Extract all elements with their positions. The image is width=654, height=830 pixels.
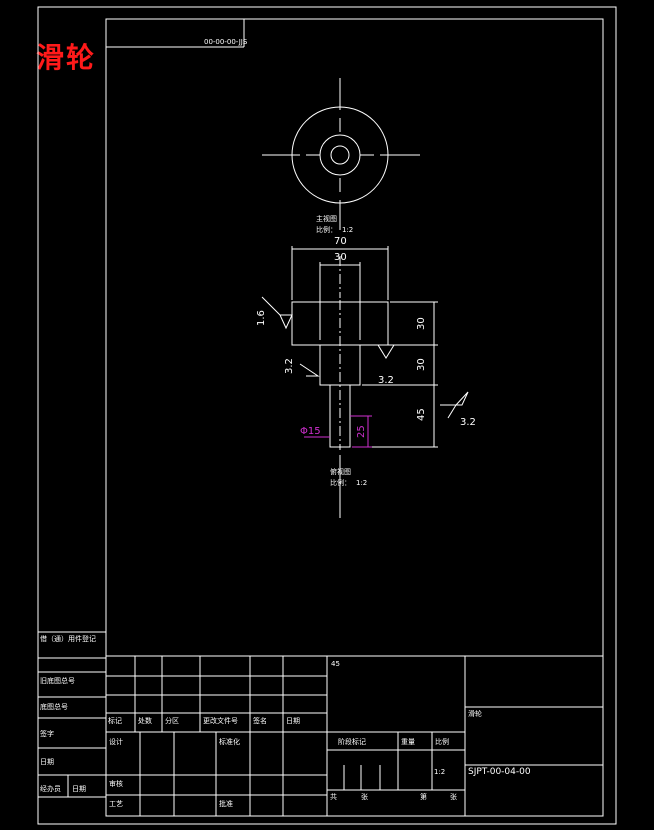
stage-header-0: 阶段标记 xyxy=(338,737,366,746)
check-label: 审核 xyxy=(109,779,123,788)
drawing-title: 滑轮 xyxy=(36,41,97,74)
drawing-number: SJPT-00-04-00 xyxy=(468,767,531,777)
left-label-5: 经办员 xyxy=(40,784,61,793)
side-view xyxy=(291,256,389,518)
header-code: 00-00-00-JJS xyxy=(204,38,248,46)
left-label-4: 日期 xyxy=(40,758,54,766)
left-label-1: 旧底图总号 xyxy=(40,676,75,685)
rev-header-3: 更改文件号 xyxy=(203,716,238,725)
roughness-right: 3.2 xyxy=(460,417,476,428)
dim-mid-height: 30 xyxy=(416,358,427,371)
top-view-scale-value: 1:2 xyxy=(342,226,353,234)
dim-inner-width: 30 xyxy=(334,252,347,263)
side-view-label: 俯视图 xyxy=(330,467,351,476)
dim-top-height: 30 xyxy=(416,317,427,330)
left-label-2: 底图总号 xyxy=(40,702,68,711)
title-block xyxy=(106,655,603,816)
sheet-num-unit: 张 xyxy=(450,792,457,801)
dim-bottom-height: 45 xyxy=(416,408,427,421)
side-view-scale-label: 比例： xyxy=(330,478,351,487)
process-label: 工艺 xyxy=(109,800,123,808)
dim-shaft-diameter: Φ15 xyxy=(300,426,321,437)
roughness-mid-right: 3.2 xyxy=(378,375,394,386)
dimension-lines xyxy=(261,246,469,448)
left-label-3: 签字 xyxy=(40,729,54,738)
top-view-scale-label: 比例： xyxy=(316,225,337,234)
material: 45 xyxy=(331,660,340,668)
roughness-mid-left: 3.2 xyxy=(284,358,295,374)
dim-shaft-length: 25 xyxy=(356,425,367,438)
design-label: 设计 xyxy=(109,737,123,746)
rev-header-2: 分区 xyxy=(165,716,179,725)
stage-header-2: 比例 xyxy=(435,737,449,746)
stage-header-1: 重量 xyxy=(401,738,415,746)
shaft-dimensions xyxy=(304,415,372,448)
sheet-total-label: 共 xyxy=(330,792,337,801)
standardization-label: 标准化 xyxy=(219,737,240,746)
outer-border xyxy=(37,6,617,825)
side-view-scale-value: 1:2 xyxy=(356,479,367,487)
left-label-0: 借（通）用件登记 xyxy=(40,634,96,643)
left-label-6: 日期 xyxy=(72,785,86,793)
roughness-left: 1.6 xyxy=(256,310,267,326)
approve-label: 批准 xyxy=(219,799,233,808)
dim-overall-width: 70 xyxy=(334,236,347,247)
sheet-total-unit: 张 xyxy=(361,792,368,801)
rev-header-5: 日期 xyxy=(286,717,300,725)
scale-value: 1:2 xyxy=(434,768,445,776)
sheet-num-label: 第 xyxy=(420,792,427,801)
inner-border xyxy=(105,18,604,817)
rev-header-0: 标记 xyxy=(108,716,122,725)
top-view xyxy=(262,78,420,230)
part-name: 滑轮 xyxy=(468,709,482,718)
left-column xyxy=(38,631,106,798)
top-view-label: 主视图 xyxy=(316,214,337,223)
rev-header-4: 签名 xyxy=(253,716,267,725)
rev-header-1: 处数 xyxy=(138,716,152,725)
